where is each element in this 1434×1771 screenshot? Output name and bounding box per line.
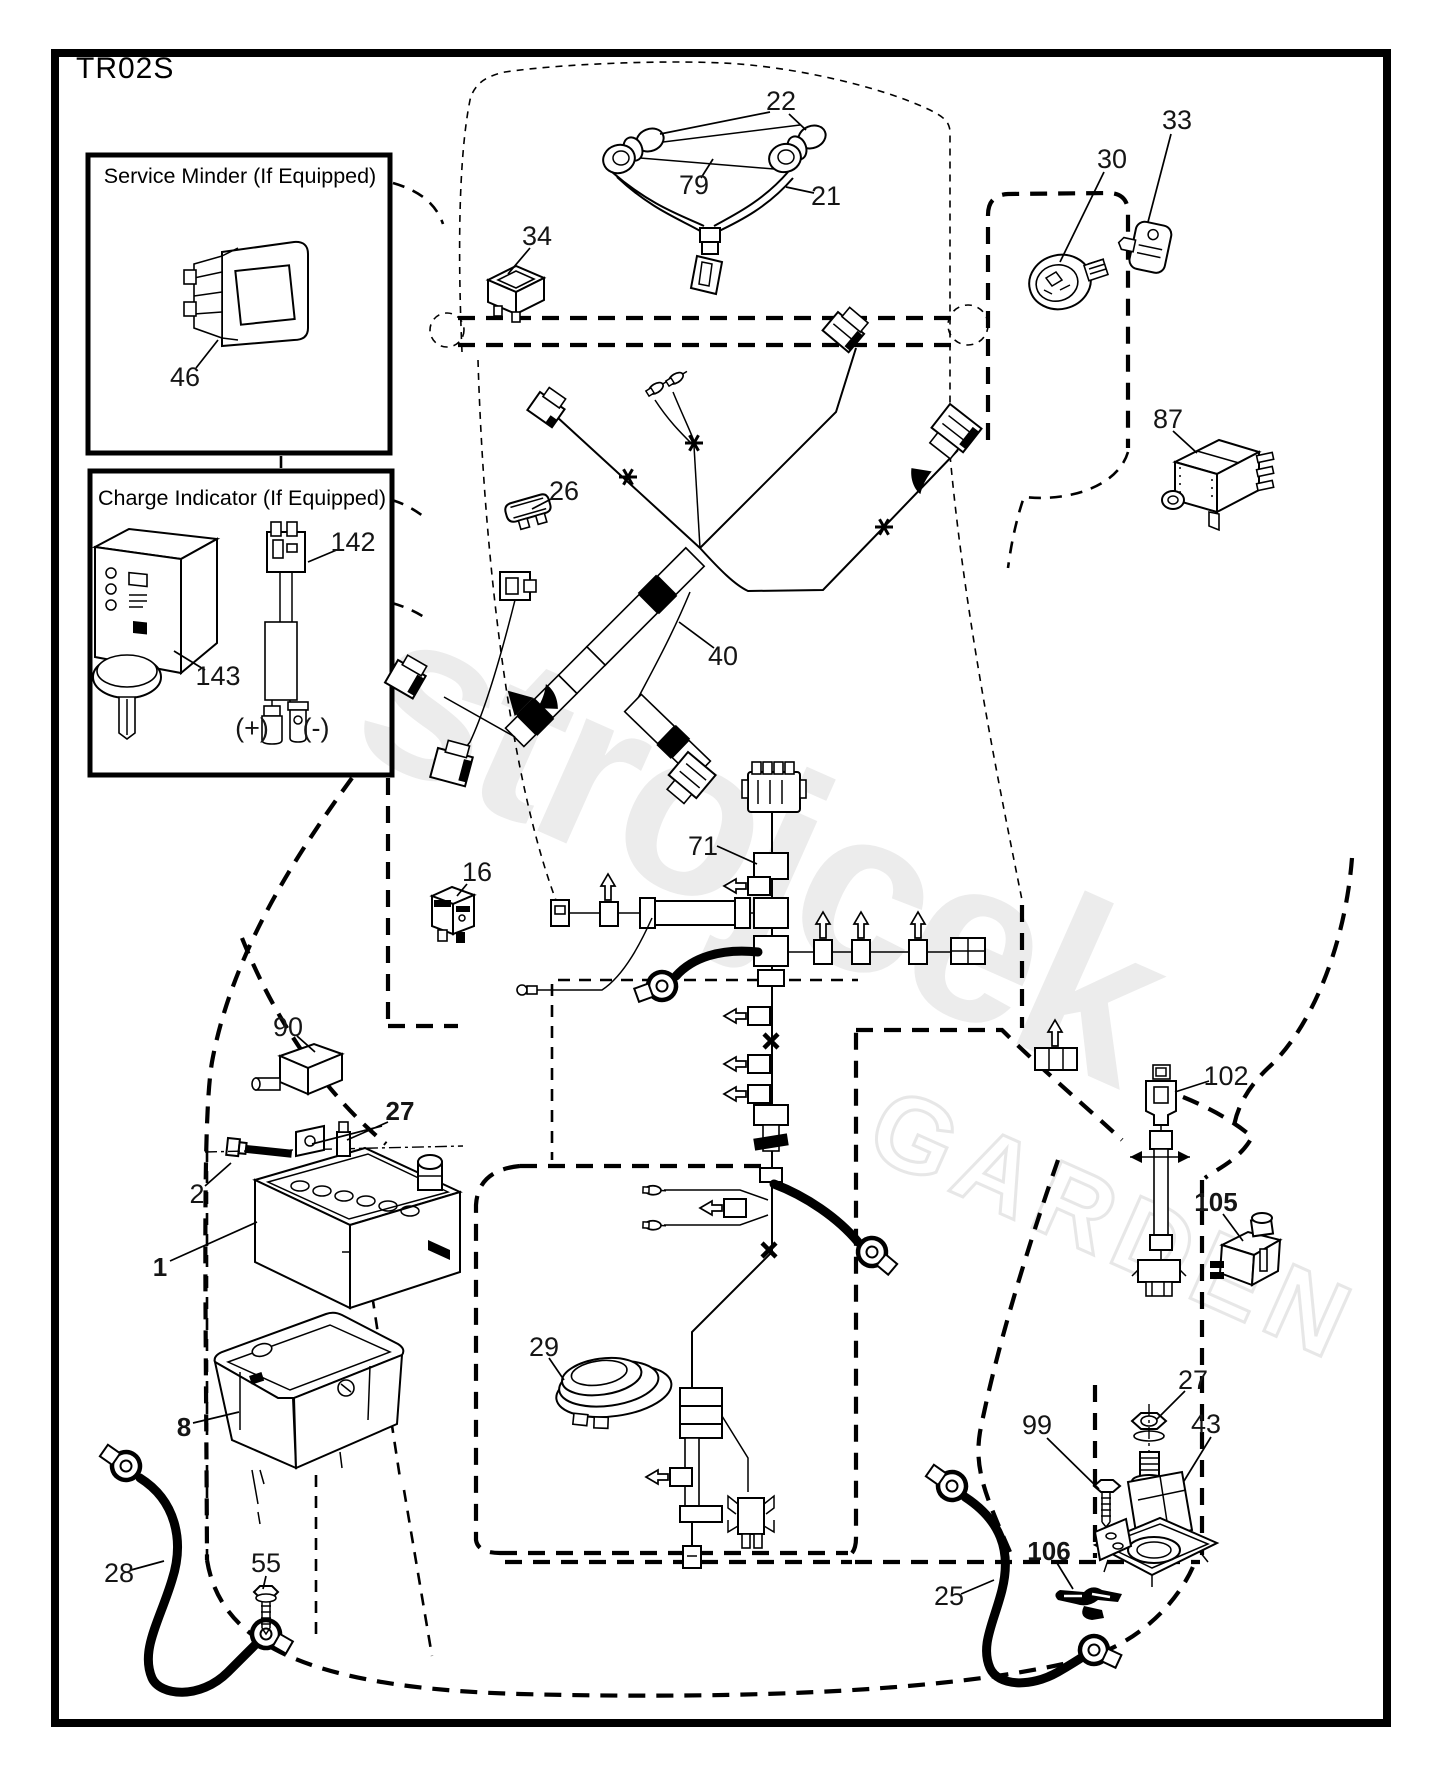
starter-solenoid [1092, 1404, 1220, 1587]
harness-clip [504, 493, 552, 531]
part-label-143: 143 [195, 661, 240, 691]
page-border [51, 49, 1391, 1727]
part-label-minus: (-) [303, 713, 330, 743]
battery-terminal [295, 1121, 351, 1158]
main-harness [383, 306, 983, 805]
ignition-key [1117, 220, 1173, 274]
tractor-outlines [203, 61, 1355, 1698]
part-label-30: 30 [1097, 144, 1127, 174]
ground-screw [252, 1585, 280, 1636]
part-label-33: 33 [1162, 105, 1192, 135]
interlock-relay [251, 1042, 345, 1096]
part-label-27b: 27 [1178, 1365, 1208, 1395]
charge-indicator-module [91, 527, 221, 740]
starter-relay [1161, 438, 1275, 532]
leader-lines [130, 111, 1244, 1595]
part-label-99: 99 [1022, 1410, 1052, 1440]
model-code: TR02S [76, 52, 175, 85]
battery [252, 1146, 463, 1310]
part-label-8: 8 [177, 1412, 191, 1442]
bolt-axis-line [204, 1145, 464, 1153]
part-label-55: 55 [251, 1548, 281, 1578]
plunger-switch [429, 885, 477, 943]
part-label-21: 21 [811, 181, 841, 211]
watermark: strojcek GARDEN [325, 554, 1377, 1386]
part-label-71: 71 [688, 831, 718, 861]
part-label-22: 22 [766, 86, 796, 116]
inset-box-frames [85, 152, 395, 778]
part-label-43: 43 [1191, 1409, 1221, 1439]
part-label-40: 40 [708, 641, 738, 671]
headlight-switch [485, 264, 547, 323]
part-label-28: 28 [104, 1558, 134, 1588]
grommet [555, 1356, 673, 1430]
part-label-106: 106 [1027, 1536, 1070, 1566]
part-label-79: 79 [679, 170, 709, 200]
service-minder-module [183, 240, 309, 348]
part-label-1: 1 [153, 1252, 167, 1282]
part-label-46: 46 [170, 362, 200, 392]
solenoid-bolt [1092, 1479, 1122, 1529]
part-label-27a: 27 [386, 1096, 415, 1126]
part-label-2: 2 [189, 1179, 204, 1209]
battery-bolt [225, 1136, 293, 1158]
ground-cable [96, 1439, 297, 1697]
battery-box [213, 1311, 405, 1485]
part-label-90: 90 [273, 1012, 303, 1042]
headlight-harness [602, 124, 827, 296]
part-label-16: 16 [462, 857, 492, 887]
part-label-26: 26 [549, 476, 579, 506]
part-label-105: 105 [1194, 1187, 1237, 1217]
part-label-87: 87 [1153, 404, 1183, 434]
ignition-switch [1028, 253, 1109, 311]
battery-cable-rear [922, 1459, 1125, 1688]
cable-clip [1055, 1587, 1122, 1620]
charge-indicator-title: Charge Indicator (If Equipped) [97, 486, 387, 510]
part-label-29: 29 [529, 1332, 559, 1362]
service-minder-title: Service Minder (If Equipped) [103, 164, 377, 188]
part-label-102: 102 [1203, 1061, 1248, 1091]
watermark-secondary: GARDEN [853, 1065, 1375, 1384]
part-label-plus: (+) [235, 713, 269, 743]
charge-indicator-harness [261, 521, 309, 745]
dash-harness [516, 761, 1078, 1569]
fuel-solenoid [1210, 1212, 1283, 1287]
part-label-34: 34 [522, 221, 552, 251]
part-label-25: 25 [934, 1581, 964, 1611]
part-label-142: 142 [330, 527, 375, 557]
